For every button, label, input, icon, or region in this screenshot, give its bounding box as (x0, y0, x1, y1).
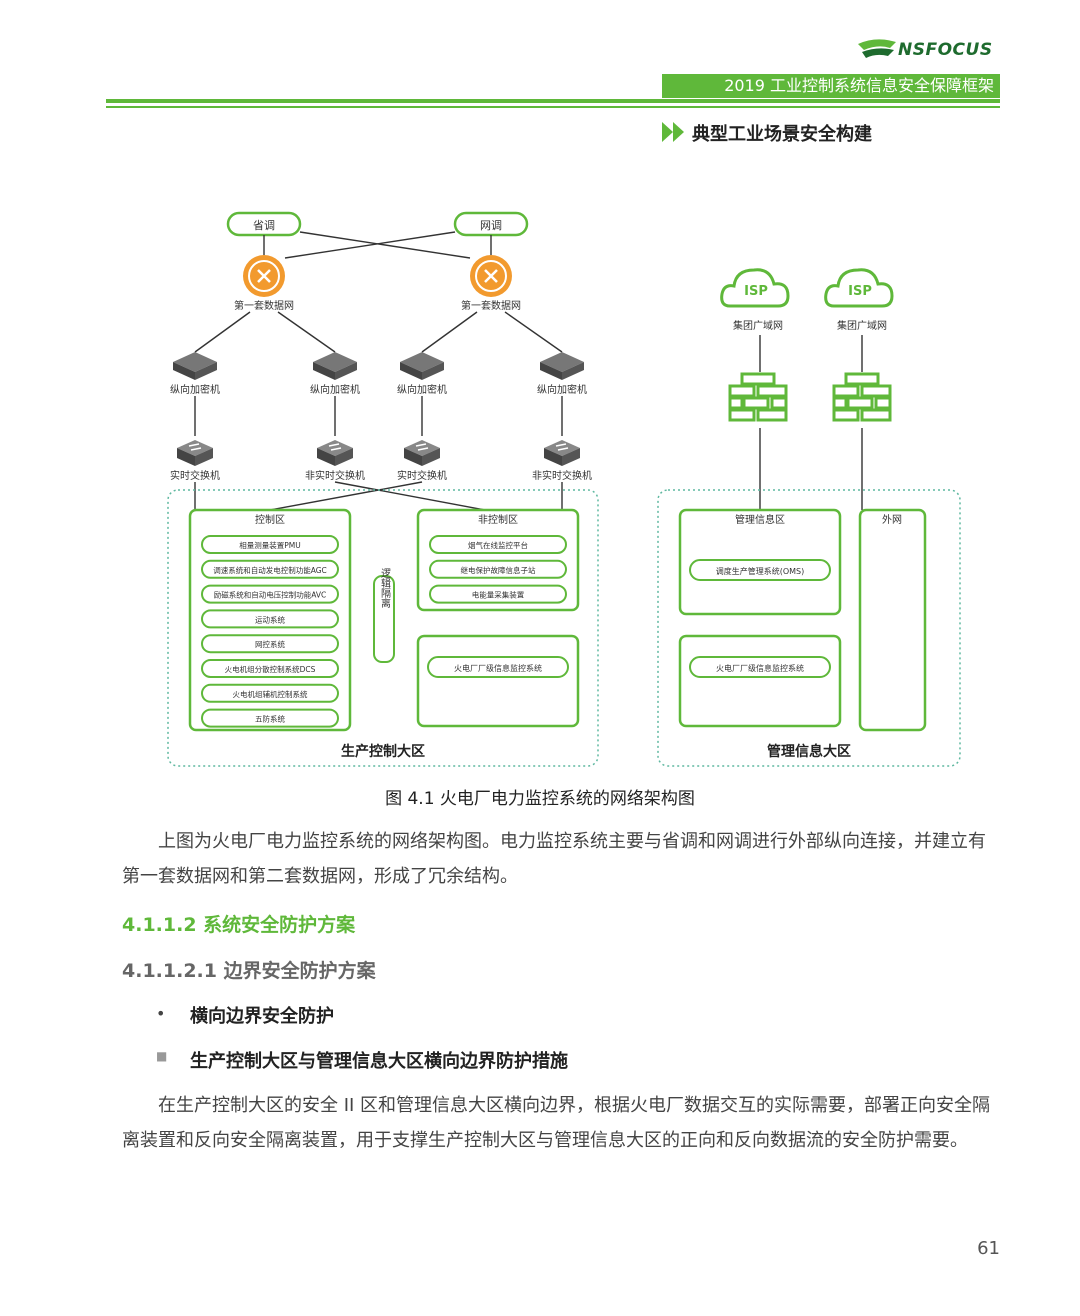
zone-item-pill (429, 559, 567, 579)
heading-level-2: 4.1.1.2.1 边界安全防护方案 (122, 960, 376, 982)
plant-monitor-label: 火电厂厂级信息监控系统 (454, 663, 542, 673)
cloud-label: 集团广域网 (733, 319, 783, 332)
noncontrol-zone-title: 非控制区 (478, 513, 518, 526)
zone-item-label: 网控系统 (255, 639, 285, 649)
zone-item-pill (201, 708, 339, 728)
zone-item-pill (201, 535, 339, 554)
header-bar (662, 74, 1000, 98)
zone-item-pill (201, 609, 339, 629)
bullet-square: ■ (156, 1049, 168, 1063)
zone-item-label: 调速系统和自动发电控制功能AGC (213, 565, 327, 575)
page-number: 61 (977, 1238, 1000, 1259)
switch-label: 非实时交换机 (305, 469, 365, 482)
cloud-label: 集团广域网 (837, 319, 887, 332)
mgmt-zone-label: 管理信息大区 (767, 743, 851, 760)
external-net-label: 外网 (882, 514, 902, 526)
zone-item-pill (429, 584, 567, 604)
switch-label: 非实时交换机 (532, 469, 592, 482)
zone-item-label: 烟气在线监控平台 (468, 540, 528, 550)
top-node-label: 网调 (480, 219, 502, 232)
firewall-icon (726, 372, 790, 428)
figure-caption: 图 4.1 火电厂电力监控系统的网络架构图 (385, 789, 695, 809)
switch-label: 实时交换机 (170, 469, 220, 482)
network-architecture-diagram: 省调 网调 第一套数据网 第一套数据网 纵向加密机 纵向加密机 纵向加密机 纵向… (167, 211, 961, 767)
nsfocus-logo (858, 39, 896, 58)
zone-item-pill (201, 683, 339, 703)
zone-item-pill (201, 584, 339, 604)
firewall-icon (830, 372, 894, 428)
encryptor-label: 纵向加密机 (397, 383, 447, 396)
zone-item-label: 继电保护故障信息子站 (461, 565, 536, 575)
bullet-dot: • (156, 1004, 166, 1023)
bullet-item: 生产控制大区与管理信息大区横向边界防护措施 (190, 1051, 568, 1072)
oms-label: 调度生产管理系统(OMS) (716, 566, 805, 576)
isp-icon: ISP (848, 284, 872, 299)
zone-item-label: 励磁系统和自动电压控制功能AVC (214, 590, 327, 600)
logo-text: NSFOCUS (898, 40, 993, 60)
header-rule (106, 99, 1000, 103)
control-zone-title: 控制区 (255, 513, 285, 526)
isolation-label: 逻辑隔离 (379, 568, 391, 609)
zone-item-pill (201, 634, 339, 654)
zone-item-label: 火电机组分散控制系统DCS (225, 664, 316, 674)
encryptor-label: 纵向加密机 (310, 383, 360, 396)
double-arrow-icon (662, 122, 684, 142)
header-rule-thin (106, 106, 1000, 108)
top-node-label: 省调 (253, 219, 275, 232)
zone-item-label: 运动系统 (255, 614, 285, 624)
router-label: 第一套数据网 (234, 299, 294, 312)
bullet-item: 横向边界安全防护 (190, 1006, 334, 1027)
zone-item-label: 火电机组辅机控制系统 (233, 689, 308, 699)
section-title: 典型工业场景安全构建 (692, 124, 872, 145)
zone-item-pill (201, 559, 339, 579)
zone-item-label: 电能量采集装置 (472, 590, 525, 600)
zone-item-label: 五防系统 (255, 714, 285, 724)
router-label: 第一套数据网 (461, 299, 521, 312)
encryptor-label: 纵向加密机 (537, 383, 587, 396)
zone-item-pill (201, 659, 339, 678)
paragraph: 在生产控制大区的安全 II 区和管理信息大区横向边界，根据火电厂数据交互的实际需… (122, 1095, 991, 1151)
zone-item-label: 相量测量装置PMU (239, 540, 300, 550)
encryptor-label: 纵向加密机 (170, 383, 220, 396)
heading-level-1: 4.1.1.2 系统安全防护方案 (122, 914, 356, 936)
zone-item-pill (429, 535, 567, 554)
production-zone-label: 生产控制大区 (341, 743, 425, 760)
isp-icon: ISP (744, 284, 768, 299)
switch-label: 实时交换机 (397, 469, 447, 482)
mgmt-info-zone-title: 管理信息区 (735, 513, 785, 526)
doc-title: 2019 工业控制系统信息安全保障框架 (724, 76, 994, 95)
plant-monitor-label: 火电厂厂级信息监控系统 (716, 663, 804, 673)
paragraph: 上图为火电厂电力监控系统的网络架构图。电力监控系统主要与省调和网调进行外部纵向连… (122, 831, 986, 887)
